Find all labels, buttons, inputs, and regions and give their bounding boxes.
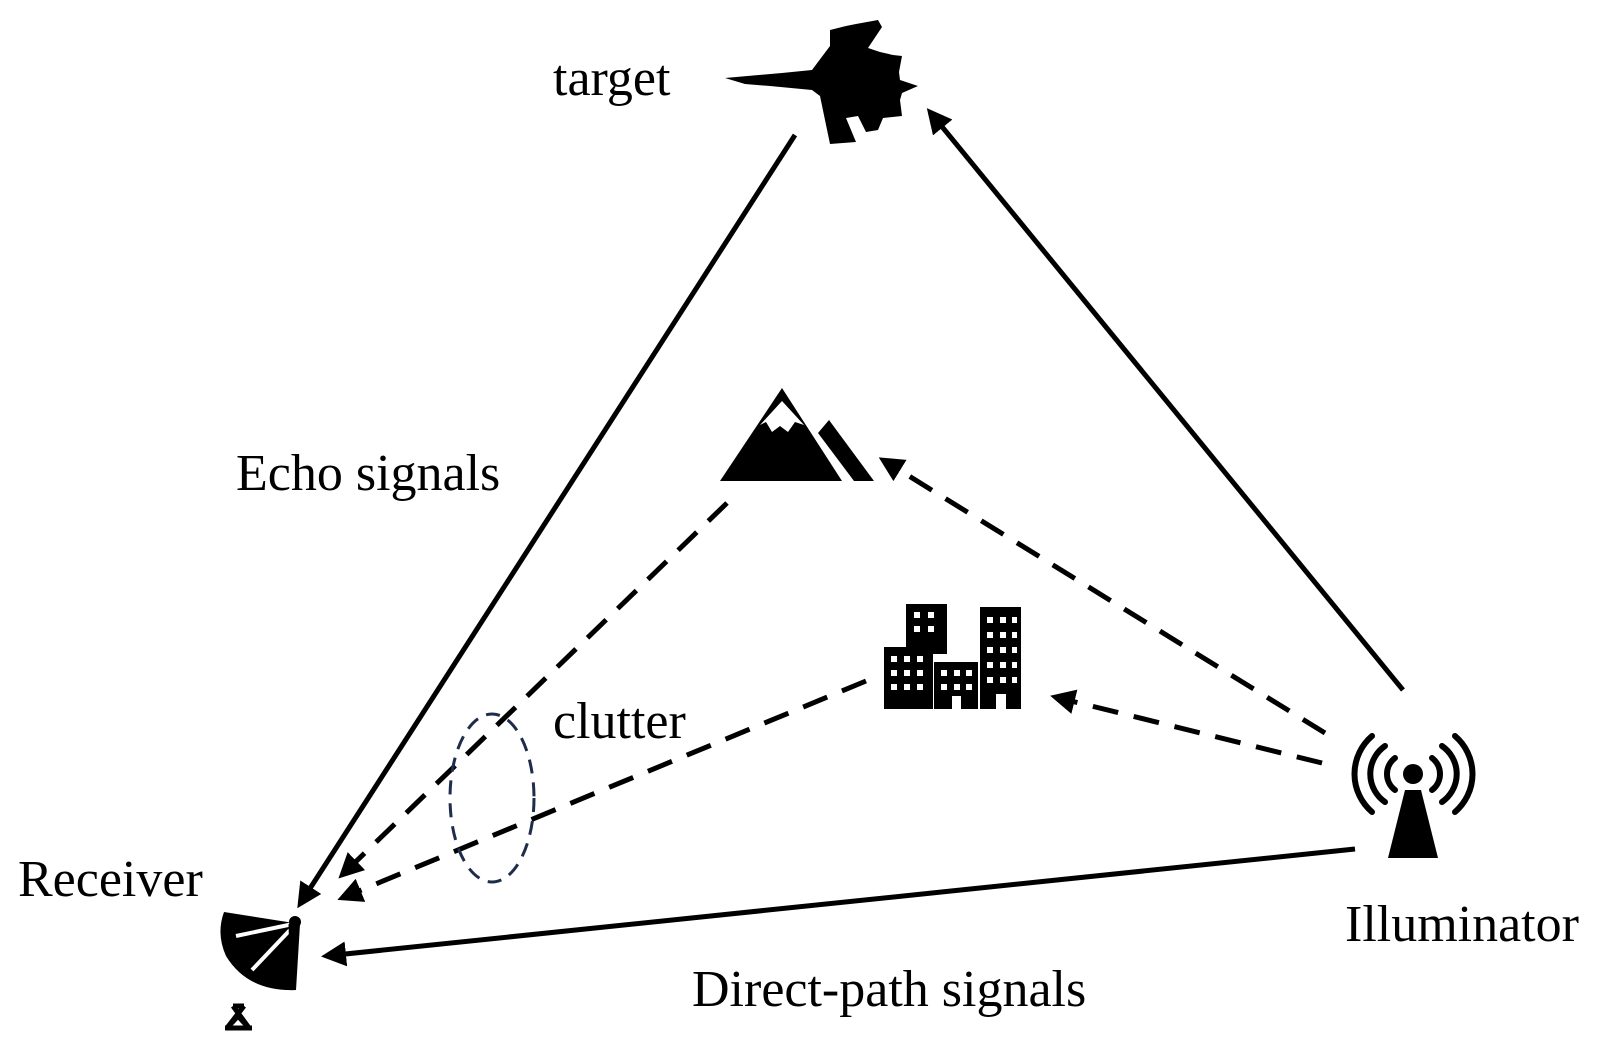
- target-label: target: [553, 50, 671, 107]
- direct-path-signal: [321, 846, 1356, 967]
- clutter-region-ellipse: [448, 712, 536, 884]
- echo-signal-path: [297, 133, 798, 909]
- fighter-jet-icon: [725, 20, 918, 144]
- satellite-dish-icon: [220, 912, 301, 1031]
- echo-signals-label: Echo signals: [236, 445, 501, 502]
- illuminator-to-buildings-path: [1050, 689, 1323, 766]
- mountain-icon: [720, 388, 874, 481]
- mountain-clutter-path: [338, 501, 729, 879]
- illuminator-to-mountain-path: [878, 457, 1327, 736]
- illuminator-label: Illuminator: [1345, 896, 1579, 953]
- broadcast-tower-mast: [1388, 790, 1438, 858]
- illuminator-to-target-path: [926, 108, 1405, 692]
- buildings-clutter-path: [337, 678, 867, 902]
- broadcast-tower-icon: [1351, 733, 1476, 815]
- city-buildings-icon: [884, 604, 1021, 709]
- direct-path-signals-label: Direct-path signals: [692, 961, 1087, 1018]
- broadcast-tower-emitter: [1403, 764, 1423, 784]
- receiver-label: Receiver: [18, 851, 203, 908]
- clutter-label: clutter: [553, 693, 686, 750]
